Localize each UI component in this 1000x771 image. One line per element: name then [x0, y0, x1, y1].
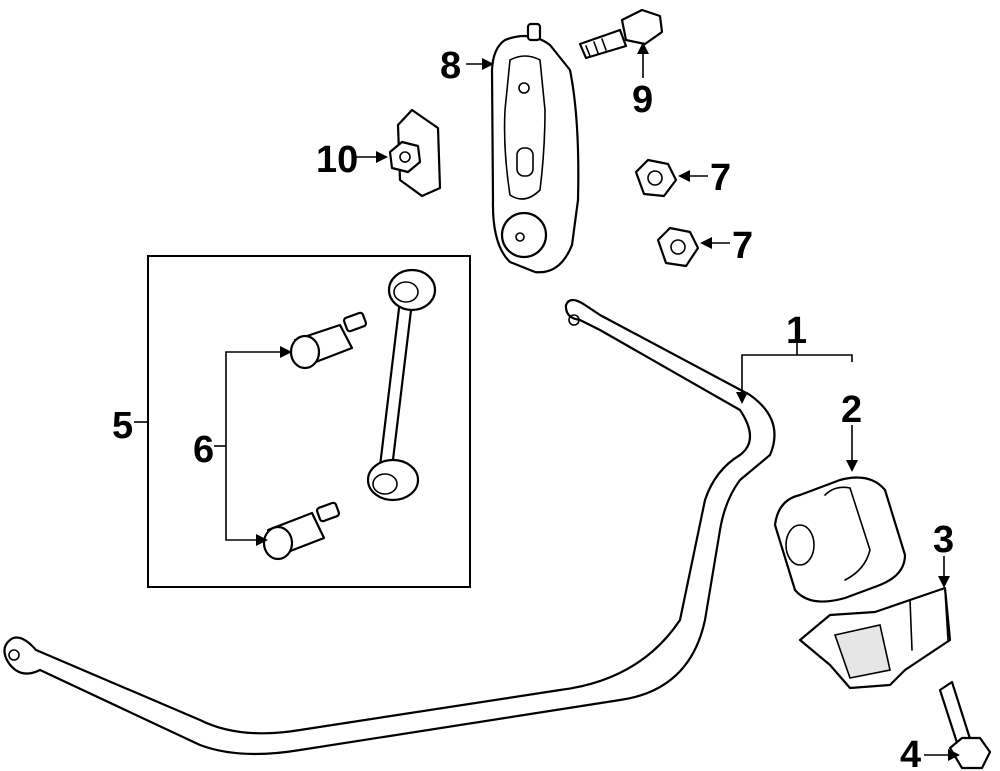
callout-5: 5	[112, 405, 133, 447]
bolt-upper[interactable]	[578, 8, 664, 60]
callout-3: 3	[933, 519, 954, 561]
bolt-lower[interactable]	[938, 680, 992, 770]
nut-upper[interactable]	[634, 158, 678, 198]
stabilizer-bar[interactable]	[3, 298, 776, 756]
callout-1: 1	[786, 310, 807, 352]
callout-9: 9	[632, 79, 653, 121]
callout-7-upper: 7	[710, 157, 731, 199]
clip-nut[interactable]	[388, 108, 442, 198]
nut-lower[interactable]	[656, 226, 700, 268]
callout-6: 6	[193, 429, 214, 471]
callout-4: 4	[900, 734, 921, 771]
stabilizer-mount-plate[interactable]	[490, 22, 580, 274]
stabilizer-bushing[interactable]	[773, 476, 907, 603]
stabilizer-link[interactable]	[366, 268, 437, 502]
callout-10: 10	[316, 139, 358, 181]
link-bushing-lower[interactable]	[262, 501, 341, 561]
leader-lines	[134, 42, 960, 761]
link-bushing-upper[interactable]	[289, 311, 368, 370]
callout-7-lower: 7	[732, 225, 753, 267]
callout-2: 2	[841, 389, 862, 431]
callout-8: 8	[440, 45, 461, 87]
bushing-bracket[interactable]	[798, 586, 952, 690]
